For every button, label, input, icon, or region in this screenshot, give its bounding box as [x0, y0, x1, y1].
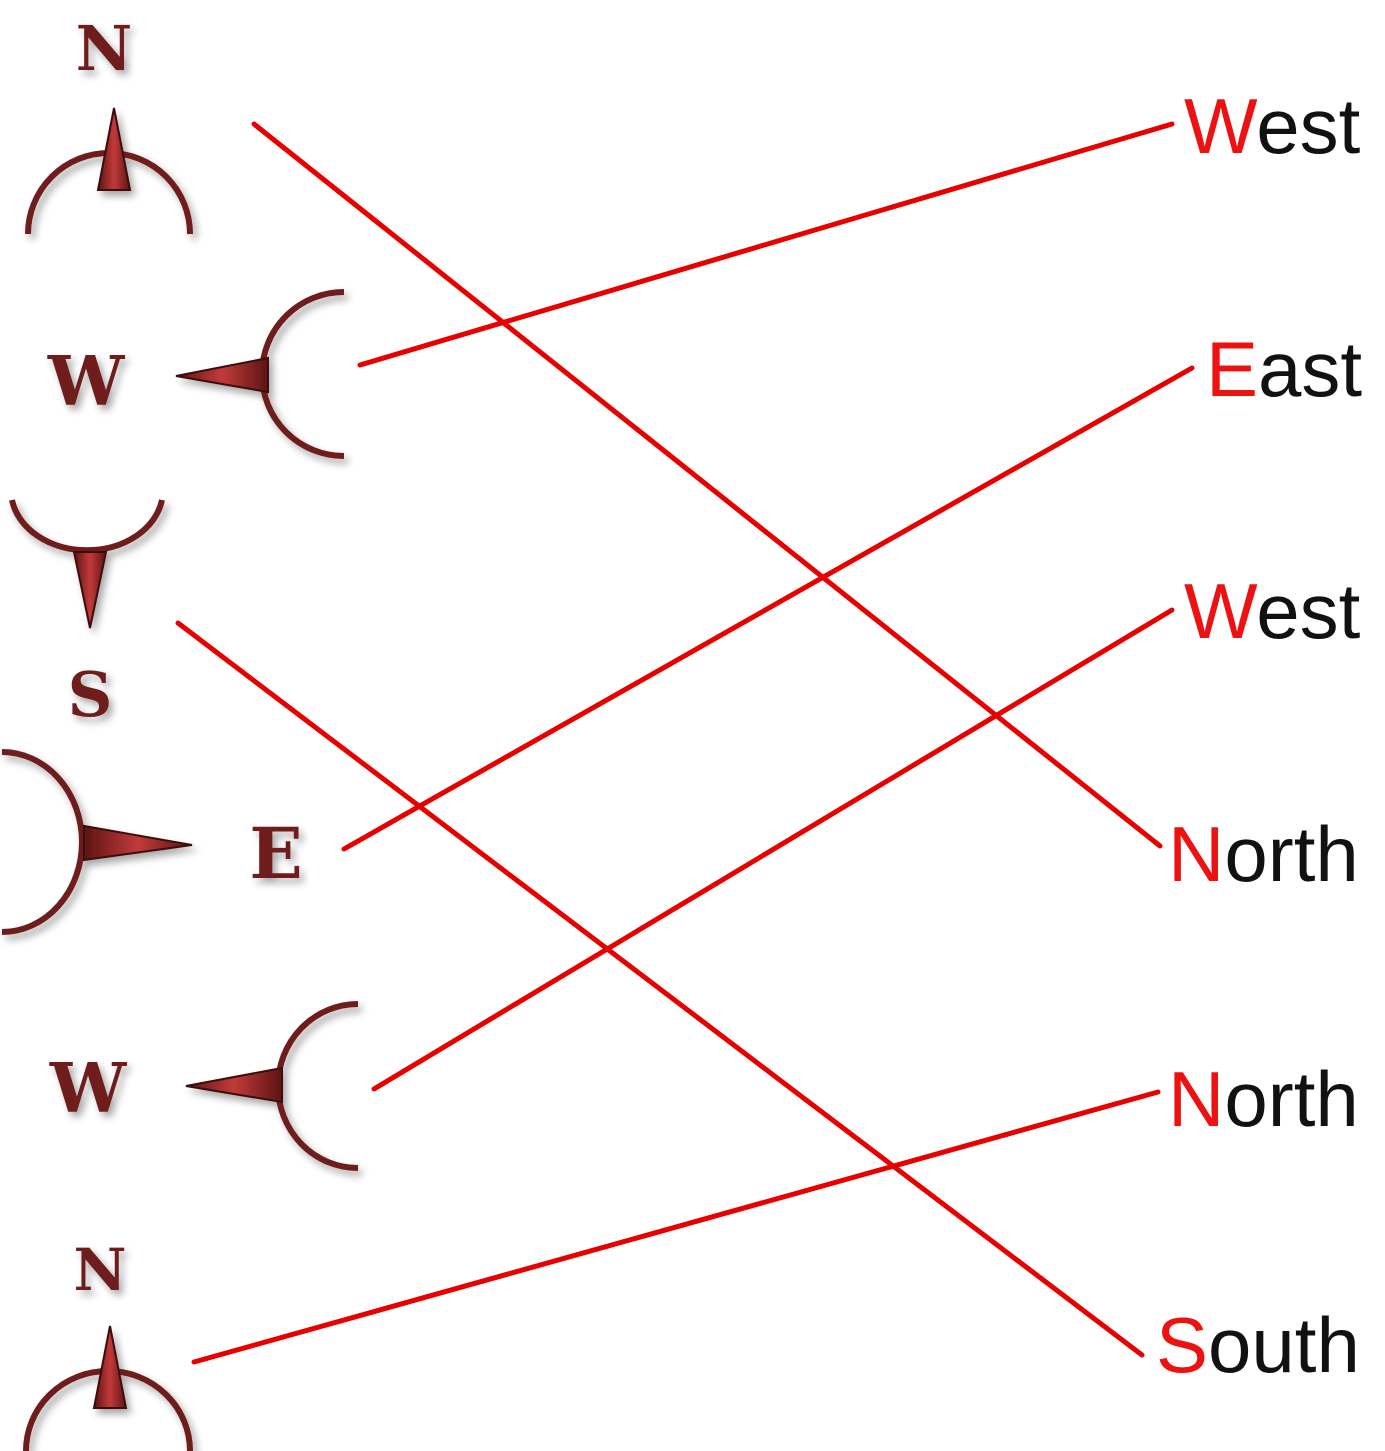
compass-letter-w: W: [47, 342, 126, 422]
word-rest: outh: [1208, 1301, 1360, 1389]
east-compass-icon: E: [1, 749, 303, 935]
match-line: [341, 365, 1195, 852]
word-label: North: [1168, 815, 1359, 893]
word-initial: W: [1184, 82, 1257, 170]
word-label: West: [1184, 572, 1360, 650]
north-compass-icon: N: [23, 1236, 193, 1451]
west-compass-icon: W: [47, 289, 345, 459]
match-lines: [175, 121, 1195, 1365]
word-rest: est: [1256, 82, 1361, 170]
compass-letter-n: N: [76, 12, 133, 85]
word-label: South: [1156, 1306, 1360, 1384]
word-initial: N: [1168, 810, 1225, 898]
compass-letter-w: W: [49, 1049, 128, 1129]
match-line: [175, 620, 1145, 1358]
word-rest: orth: [1224, 1055, 1359, 1143]
word-initial: S: [1156, 1301, 1209, 1389]
match-line: [371, 607, 1175, 1092]
match-line: [251, 121, 1163, 849]
word-rest: est: [1256, 567, 1361, 655]
compass-letter-s: S: [68, 658, 113, 731]
word-initial: W: [1184, 567, 1257, 655]
compass-letter-n: N: [73, 1236, 126, 1304]
word-label: North: [1168, 1060, 1359, 1138]
south-compass-icon: S: [9, 499, 165, 731]
compass-letter-e: E: [249, 812, 302, 895]
word-rest: orth: [1224, 810, 1359, 898]
north-compass-icon: N: [25, 12, 193, 235]
word-label: West: [1184, 87, 1360, 165]
word-label: East: [1206, 330, 1362, 408]
match-line: [191, 1089, 1161, 1365]
word-initial: N: [1168, 1055, 1225, 1143]
west-compass-icon: W: [49, 1001, 359, 1171]
word-initial: E: [1206, 325, 1259, 413]
match-line: [357, 121, 1175, 368]
word-rest: ast: [1258, 325, 1363, 413]
